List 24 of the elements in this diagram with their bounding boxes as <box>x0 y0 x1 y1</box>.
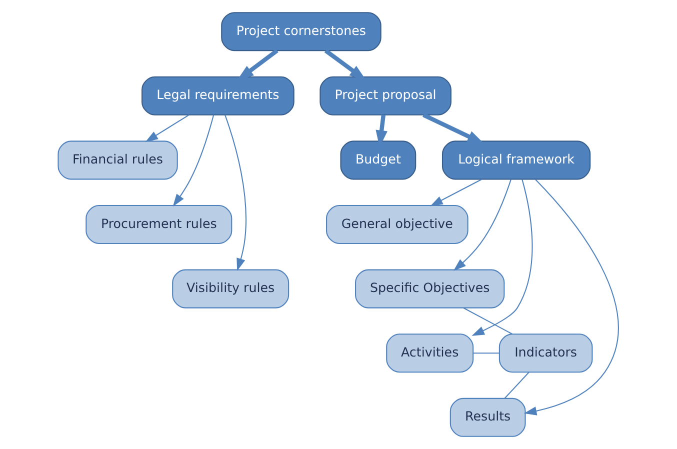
node-box: Specific Objectives <box>355 269 505 308</box>
node-box: Logical framework <box>442 140 591 180</box>
node-box: Budget <box>340 140 416 180</box>
connector <box>463 307 513 335</box>
arrow <box>224 114 247 272</box>
arrow <box>453 179 512 271</box>
arrow <box>524 179 619 416</box>
node-box: Activities <box>386 334 474 373</box>
node-box: Project cornerstones <box>221 12 382 52</box>
arrow <box>422 113 484 144</box>
arrow <box>145 114 190 142</box>
connector <box>504 372 530 399</box>
connector <box>473 352 500 354</box>
node-box: Visibility rules <box>172 269 290 308</box>
arrow <box>172 114 214 207</box>
node-box: Results <box>450 398 526 437</box>
arrow <box>430 178 482 206</box>
arrow <box>472 179 533 336</box>
node-box: Indicators <box>498 334 593 373</box>
node-box: Financial rules <box>58 140 178 180</box>
node-box: Legal requirements <box>142 76 294 116</box>
node-box: Procurement rules <box>86 205 232 244</box>
node-box: Project proposal <box>320 76 452 116</box>
node-box: General objective <box>326 205 468 244</box>
